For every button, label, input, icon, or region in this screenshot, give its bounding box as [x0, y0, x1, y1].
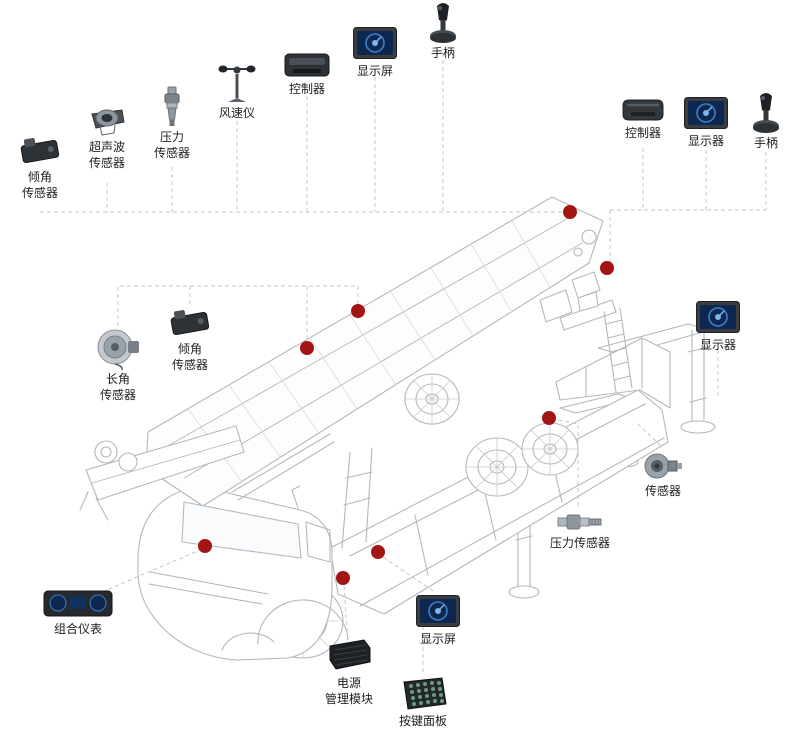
component-pressure-sensor-right: 压力传感器: [538, 510, 622, 552]
component-display-top: 显示屏: [347, 26, 403, 80]
power-module-label: 电源 管理模块: [324, 676, 373, 706]
marker-dot: [542, 411, 556, 425]
display-icon: [684, 97, 728, 129]
component-display-mid-right: 显示器: [690, 300, 746, 354]
component-display-bottom: 显示屏: [410, 594, 466, 648]
component-keypad-panel: 按键面板: [393, 676, 453, 730]
pressure-sensor-icon: [557, 514, 602, 530]
component-power-module: 电源 管理模块: [317, 636, 381, 707]
marker-dot: [300, 341, 314, 355]
length-angle-sensor-label: 长角 传感器: [99, 372, 136, 402]
marker-dot: [336, 571, 350, 585]
joystick-icon: [430, 3, 456, 43]
component-controller-top: 控制器: [277, 48, 337, 98]
cable-reel-sensor-icon: [97, 329, 139, 370]
marker-dot: [198, 539, 212, 553]
component-pressure-sensor-top: 压力 传感器: [142, 86, 202, 161]
controller-icon: [622, 99, 664, 121]
controller-icon: [284, 53, 330, 77]
component-controller-right: 控制器: [613, 94, 673, 142]
controller-label: 控制器: [288, 82, 325, 96]
component-joystick-top: 手柄: [415, 0, 471, 62]
ultrasonic-sensor-label: 超声波 传感器: [88, 140, 125, 170]
component-joystick-right: 手柄: [741, 90, 791, 152]
joystick-label: 手柄: [753, 136, 778, 150]
keypad-panel-label: 按键面板: [398, 714, 447, 728]
display-label: 显示器: [687, 134, 724, 148]
pressure-sensor-label: 压力 传感器: [153, 130, 190, 160]
combo-instrument-label: 组合仪表: [53, 622, 102, 636]
component-tilt-sensor-top: 倾角 传感器: [8, 132, 72, 201]
controller-label: 控制器: [624, 126, 661, 140]
sensor-label: 传感器: [644, 484, 681, 498]
joystick-icon: [753, 93, 779, 133]
component-ultrasonic-sensor: 超声波 传感器: [75, 104, 139, 171]
display-icon: [416, 595, 460, 627]
display-label: 显示屏: [419, 632, 456, 646]
display-label: 显示器: [699, 338, 736, 352]
component-display-right: 显示器: [678, 96, 734, 150]
marker-dot: [371, 545, 385, 559]
component-anemometer: 风速仪: [207, 62, 267, 122]
display-label: 显示屏: [356, 64, 393, 78]
anemometer-icon: [218, 65, 256, 102]
anemometer-label: 风速仪: [218, 106, 255, 120]
component-combo-instrument: 组合仪表: [40, 586, 116, 638]
tilt-sensor-icon: [170, 310, 210, 336]
ultrasonic-sensor-icon: [91, 109, 125, 136]
joystick-label: 手柄: [430, 46, 455, 60]
pressure-sensor-icon: [164, 86, 180, 126]
keypad-icon: [403, 677, 447, 710]
pressure-sensor-label: 压力传感器: [549, 536, 610, 550]
sensor-icon: [644, 453, 682, 479]
display-icon: [696, 301, 740, 333]
component-length-angle-sensor: 长角 传感器: [88, 326, 148, 403]
component-tilt-sensor-mid: 倾角 传感器: [160, 304, 220, 373]
marker-dot: [600, 261, 614, 275]
component-sensor-right: 传感器: [635, 450, 691, 500]
display-icon: [353, 27, 397, 59]
marker-dot: [351, 304, 365, 318]
tilt-sensor-icon: [20, 138, 60, 164]
marker-dot: [563, 205, 577, 219]
instrument-cluster-icon: [43, 590, 113, 617]
tilt-sensor-label: 倾角 传感器: [21, 170, 58, 200]
power-module-icon: [329, 639, 371, 670]
tilt-sensor-label: 倾角 传感器: [171, 342, 208, 372]
